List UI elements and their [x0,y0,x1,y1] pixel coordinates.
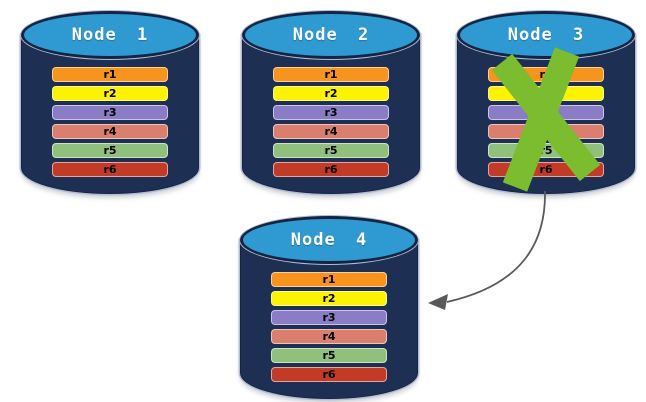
node-title: Node 1 [71,25,149,45]
record-bar: r6 [273,162,389,177]
node-4: Node 4 r1 r2 r3 r4 r5 r6 [240,216,418,399]
record-bar: r1 [273,67,389,82]
record-bar: r4 [271,329,387,344]
cylinder-top: Node 3 [457,11,635,59]
record-bar: r2 [273,86,389,101]
record-list: r1 r2 r3 r4 r5 r6 [21,67,199,181]
record-list: r1 r2 r3 r4 r5 r6 [240,272,418,386]
record-bar: r3 [271,310,387,325]
record-bar: r6 [488,162,604,177]
record-bar: r1 [52,67,168,82]
node-title: Node 2 [292,25,370,45]
record-bar: r2 [52,86,168,101]
node-1: Node 1 r1 r2 r3 r4 r5 r6 [21,11,199,194]
record-bar: r2 [271,291,387,306]
record-bar: r4 [273,124,389,139]
node-title: Node 4 [290,230,368,250]
record-bar: r6 [271,367,387,382]
cylinder-top: Node 2 [242,11,420,59]
record-bar: r3 [52,105,168,120]
record-bar: r3 [273,105,389,120]
node-title: Node 3 [507,25,585,45]
node-2: Node 2 r1 r2 r3 r4 r5 r6 [242,11,420,194]
record-bar: r6 [52,162,168,177]
record-bar: r1 [271,272,387,287]
record-bar: r5 [273,143,389,158]
record-bar: r2 [488,86,604,101]
record-list: r1 r2 r3 r4 r5 r6 [457,67,635,181]
arrowhead-icon [428,294,448,310]
cylinder-top: Node 1 [21,11,199,59]
record-bar: r5 [488,143,604,158]
record-bar: r5 [271,348,387,363]
node-3-failed: Node 3 r1 r2 r3 r4 r5 r6 [457,11,635,194]
record-bar: r5 [52,143,168,158]
record-bar: r4 [52,124,168,139]
cylinder-top: Node 4 [240,216,418,264]
record-bar: r1 [488,67,604,82]
record-bar: r3 [488,105,604,120]
record-list: r1 r2 r3 r4 r5 r6 [242,67,420,181]
record-bar: r4 [488,124,604,139]
